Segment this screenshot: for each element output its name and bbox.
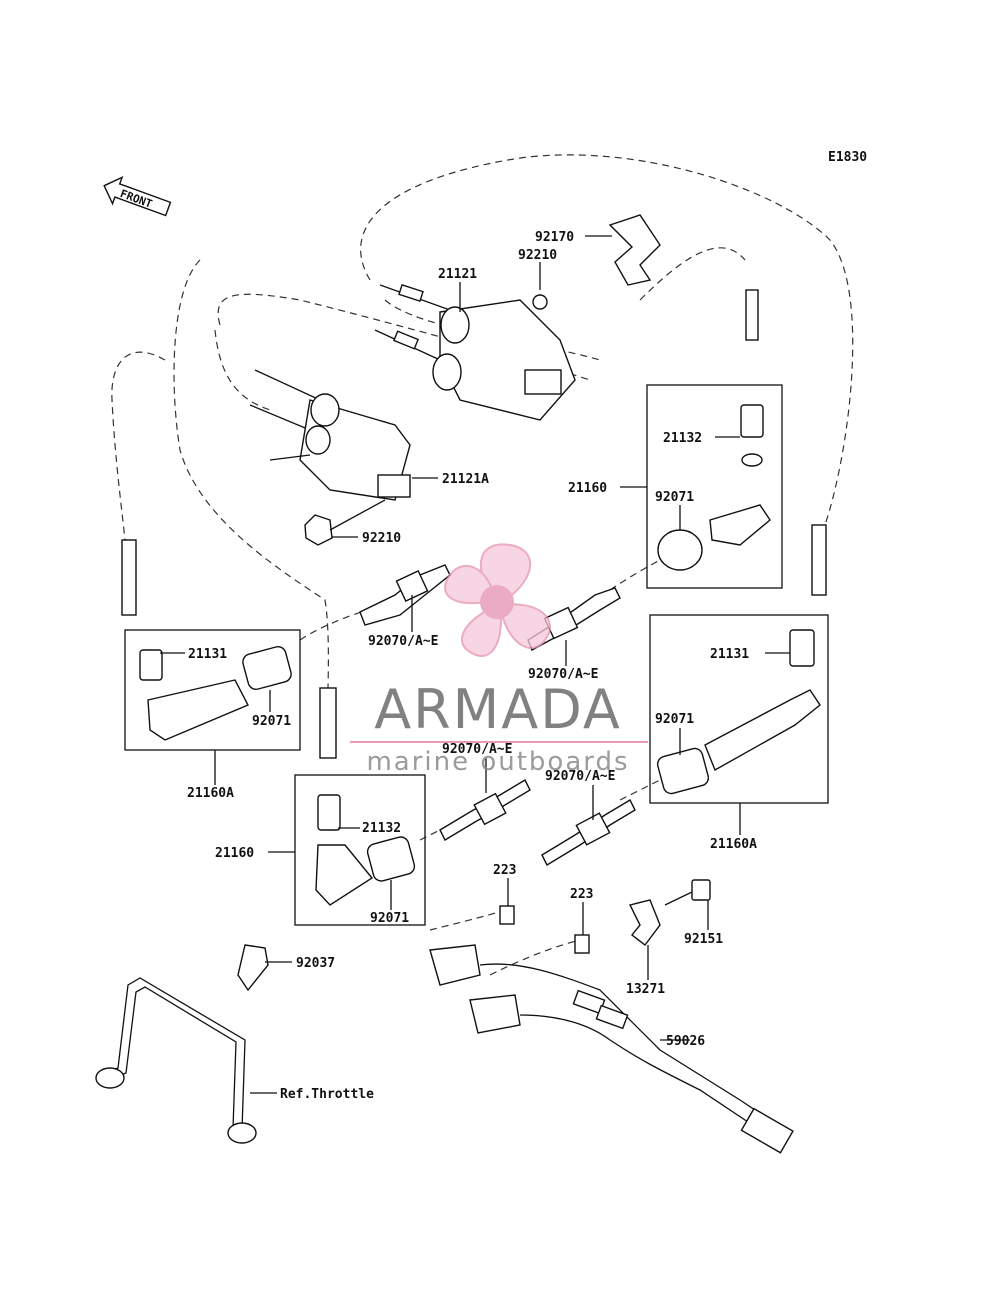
callout-223-left: 223 xyxy=(493,863,516,878)
ignition-coil-lower xyxy=(249,369,411,546)
callout-92071-lower: 92071 xyxy=(370,911,409,926)
spark-plug-lower-left xyxy=(439,779,531,841)
clip-92170 xyxy=(608,214,661,286)
plug-cap-assembly-lower-left xyxy=(294,774,426,926)
callout-21131-right: 21131 xyxy=(710,647,749,662)
callout-92071-right-top: 92071 xyxy=(655,490,694,505)
wiring-harness xyxy=(429,905,794,1154)
callout-92070-lower-right: 92070/A~E xyxy=(545,769,615,784)
connector-center xyxy=(319,687,337,759)
callout-21160-lower: 21160 xyxy=(215,846,254,861)
leader-lines xyxy=(160,235,790,1094)
callout-21160A-left: 21160A xyxy=(187,786,234,801)
plug-cap-assembly-left xyxy=(121,539,301,751)
callout-92210-bottom: 92210 xyxy=(362,531,401,546)
clamp-13271 xyxy=(628,899,661,946)
callout-92210-top: 92210 xyxy=(518,248,557,263)
spark-plug-center-left xyxy=(359,564,451,626)
throttle-bracket xyxy=(95,944,269,1144)
callout-21132-lower: 21132 xyxy=(362,821,401,836)
watermark-brand: ARMADA xyxy=(374,678,622,741)
callout-21160-right: 21160 xyxy=(568,481,607,496)
callout-21160A-right: 21160A xyxy=(710,837,757,852)
ignition-coil-upper xyxy=(374,283,576,421)
callout-92151: 92151 xyxy=(684,932,723,947)
callout-13271: 13271 xyxy=(626,982,665,997)
spark-plug-lower-right xyxy=(541,799,636,866)
callout-92071-left: 92071 xyxy=(252,714,291,729)
callout-21131-left: 21131 xyxy=(188,647,227,662)
armada-watermark: ARMADA marine outboards xyxy=(350,543,648,777)
callout-223-right: 223 xyxy=(570,887,593,902)
callout-92070-lower-left: 92070/A~E xyxy=(442,742,512,757)
callout-92037: 92037 xyxy=(296,956,335,971)
callout-21132-top: 21132 xyxy=(663,431,702,446)
diagram-code: E1830 xyxy=(828,150,867,165)
callout-21121A: 21121A xyxy=(442,472,489,487)
ref-throttle-label: Ref.Throttle xyxy=(280,1087,374,1102)
callout-92070-center-right: 92070/A~E xyxy=(528,667,598,682)
callout-21121: 21121 xyxy=(438,267,477,282)
plug-cap-assembly-right-upper xyxy=(646,289,783,589)
bolt-92151 xyxy=(664,879,711,906)
propeller-logo-icon xyxy=(444,543,551,657)
callout-92170: 92170 xyxy=(535,230,574,245)
front-arrow-icon: FRONT xyxy=(103,175,172,217)
watermark-tagline: marine outboards xyxy=(366,747,629,777)
callout-92071-right-lower: 92071 xyxy=(655,712,694,727)
callout-92070-center-left: 92070/A~E xyxy=(368,634,438,649)
callout-59026: 59026 xyxy=(666,1034,705,1049)
plug-cap-assembly-right-lower xyxy=(649,524,829,804)
